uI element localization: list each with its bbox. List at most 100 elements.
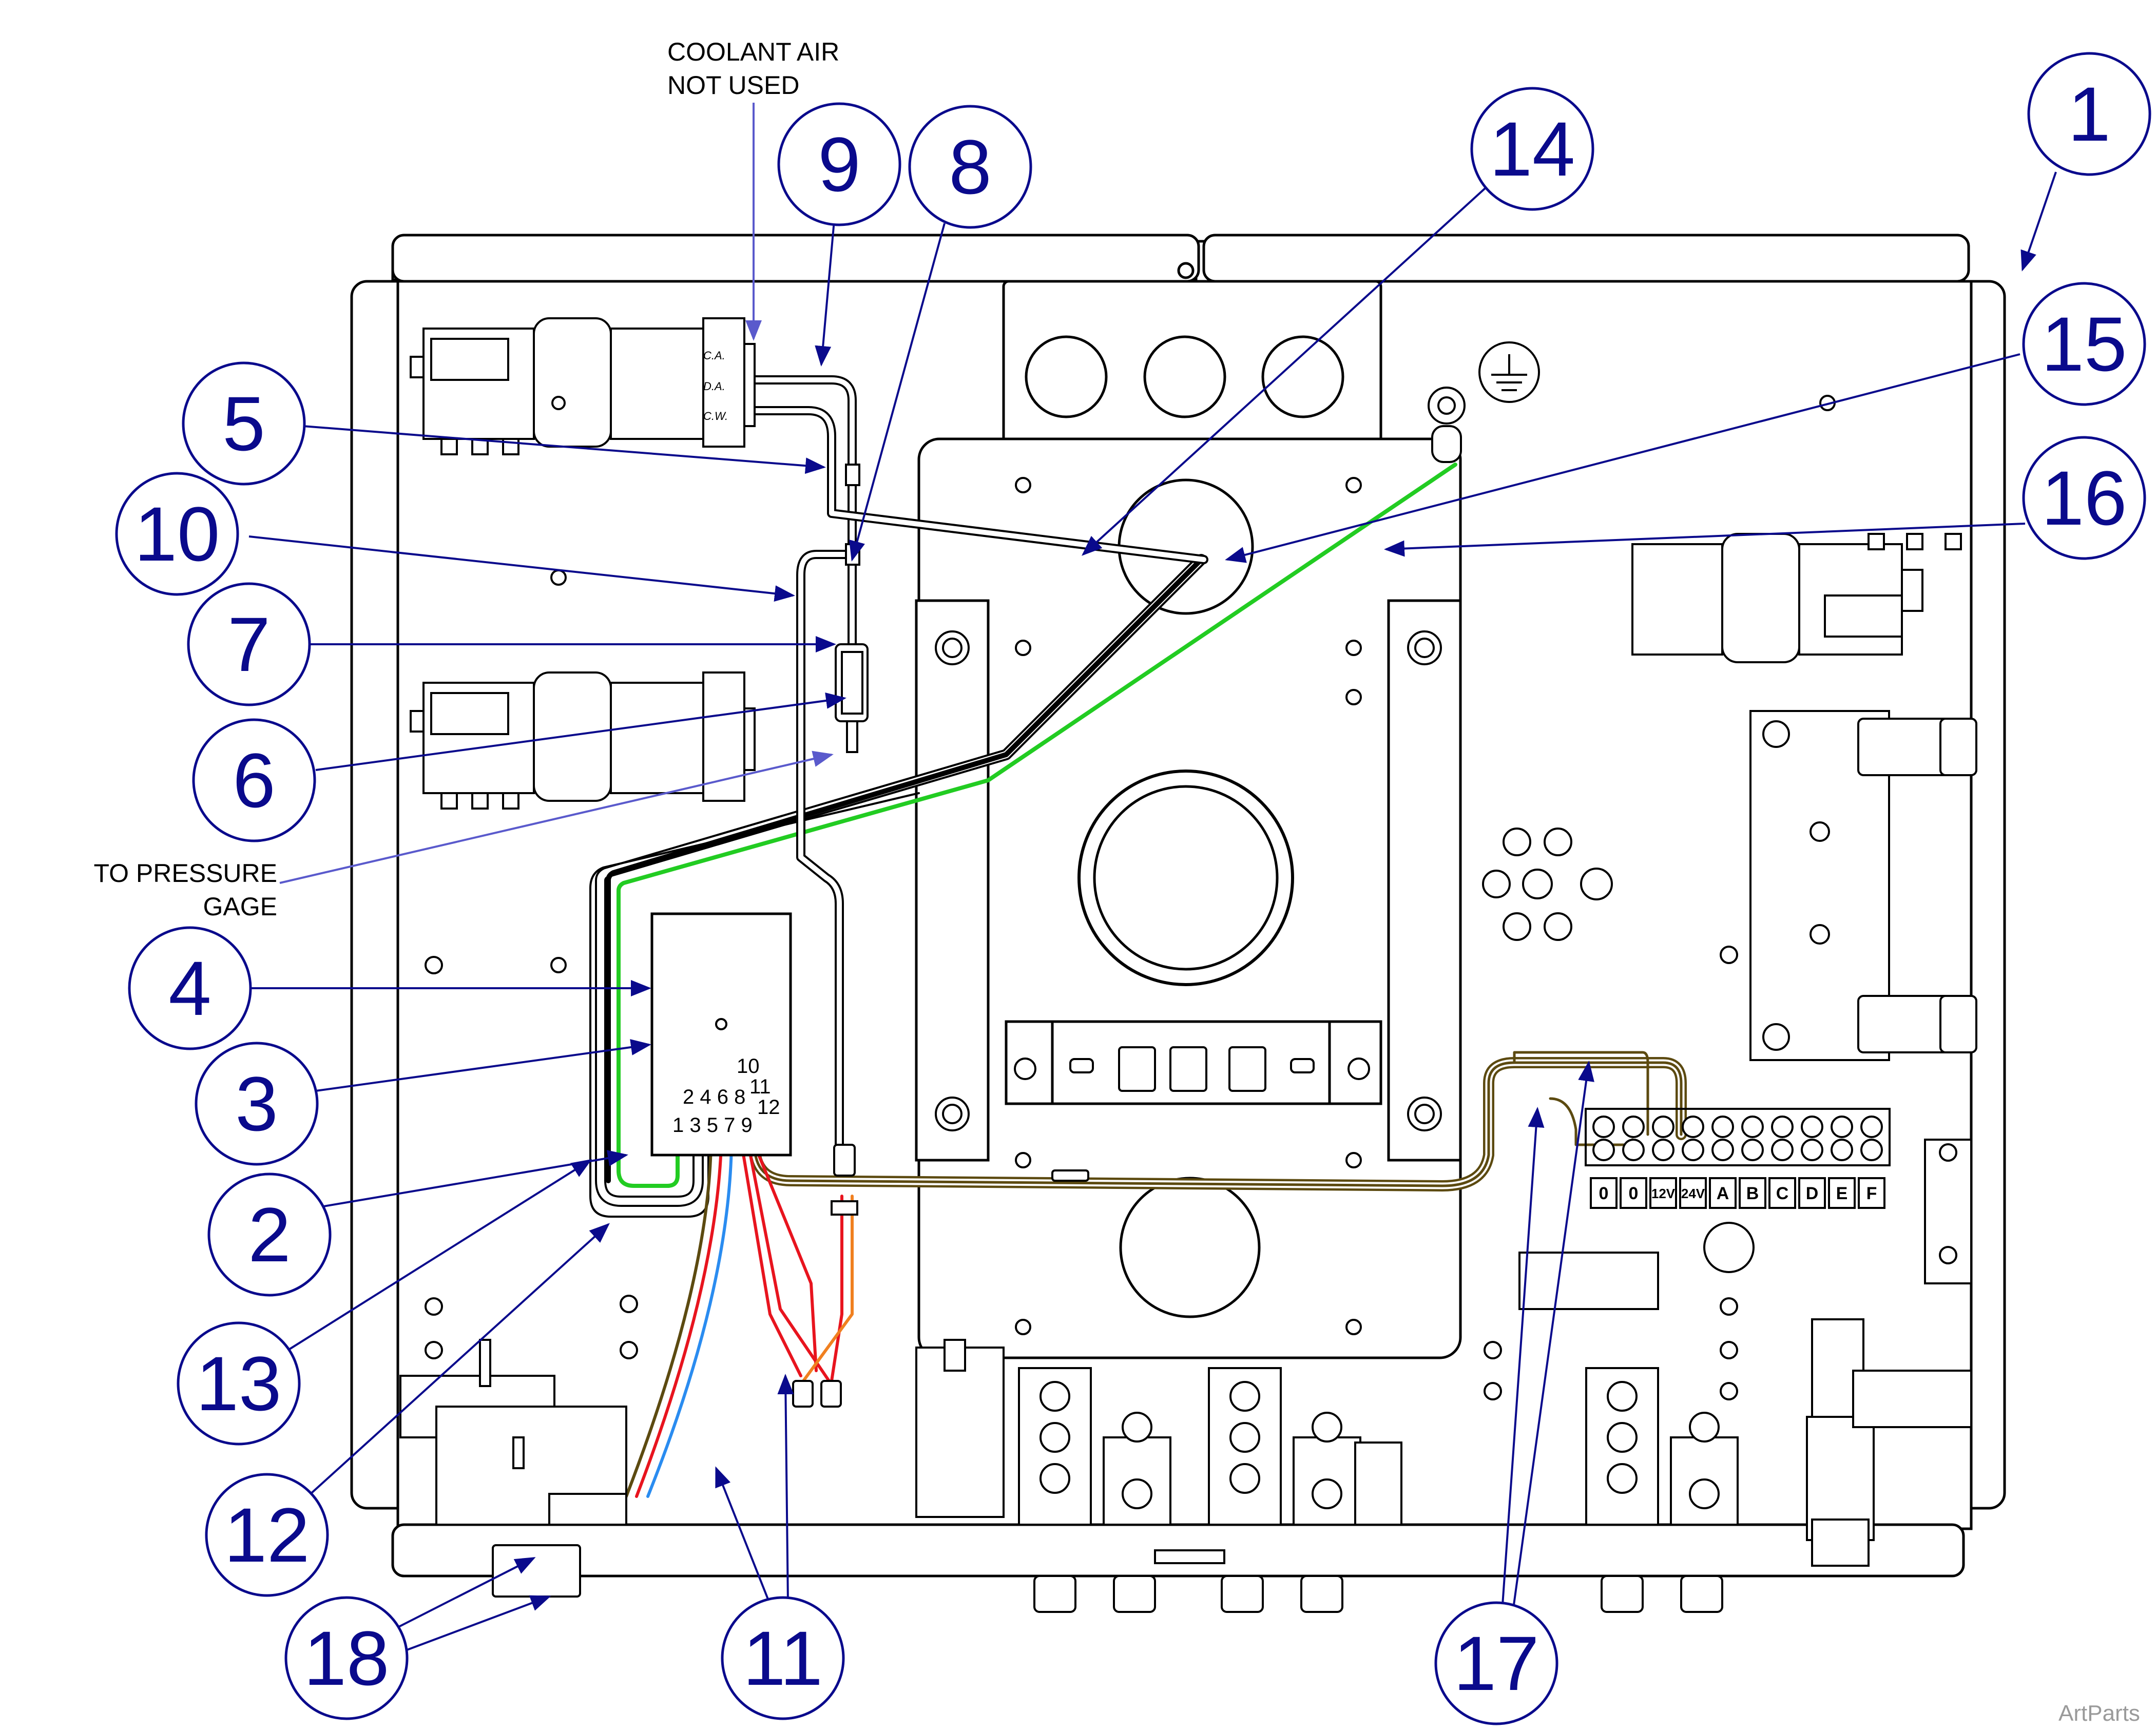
svg-text:12: 12 xyxy=(224,1492,310,1578)
pressure-gage-label: TO PRESSURE xyxy=(94,859,278,888)
leader-18a xyxy=(387,1557,536,1633)
svg-text:2: 2 xyxy=(248,1191,291,1278)
callout-11[interactable]: 11 xyxy=(721,1596,845,1720)
terminal-screw xyxy=(1652,1139,1674,1161)
svg-text:8: 8 xyxy=(949,124,991,210)
leader-8 xyxy=(849,223,946,562)
right-bracket xyxy=(1518,1139,1972,1310)
callout-16[interactable]: 16 xyxy=(2022,436,2146,560)
bottom-knobs xyxy=(1033,1549,1723,1613)
callout-2[interactable]: 2 xyxy=(207,1172,332,1297)
callout-18[interactable]: 18 xyxy=(284,1596,409,1720)
terminal-cell xyxy=(1798,1177,1826,1209)
callout-13[interactable]: 13 xyxy=(177,1321,301,1446)
svg-text:1: 1 xyxy=(2068,71,2110,157)
leader-3 xyxy=(315,1039,651,1092)
solenoid-valve-mid-left xyxy=(410,671,756,810)
leader-17b xyxy=(1511,1061,1594,1620)
terminal-screw xyxy=(1622,1139,1645,1161)
leader-18b xyxy=(405,1595,551,1651)
callout-8[interactable]: 8 xyxy=(908,105,1032,229)
leader-11a xyxy=(715,1466,771,1605)
terminal-11: 11 xyxy=(749,1075,771,1098)
callout-6[interactable]: 6 xyxy=(192,718,316,842)
terminal-screw xyxy=(1860,1116,1883,1138)
terminal-strip-frame xyxy=(1585,1108,1891,1166)
terminal-cell xyxy=(1649,1177,1677,1209)
leader-13 xyxy=(279,1159,592,1356)
terminal-screw xyxy=(1682,1116,1704,1138)
callout-14[interactable]: 14 xyxy=(1470,87,1594,211)
svg-text:11: 11 xyxy=(743,1615,823,1701)
svg-text:5: 5 xyxy=(222,380,265,467)
svg-text:10: 10 xyxy=(134,491,220,577)
wire-harness xyxy=(589,375,1687,1498)
terminal-screw xyxy=(1801,1139,1823,1161)
leader-6 xyxy=(315,692,846,771)
terminal-screw xyxy=(1711,1116,1734,1138)
callout-10[interactable]: 10 xyxy=(115,472,239,596)
terminal-label: B xyxy=(1746,1184,1759,1203)
terminal-label: C xyxy=(1776,1184,1789,1203)
svg-text:16: 16 xyxy=(2042,455,2127,541)
terminal-strip-screws xyxy=(1585,1108,1891,1166)
leader-1 xyxy=(2020,171,2057,272)
callout-15[interactable]: 15 xyxy=(2022,282,2146,406)
svg-text:7: 7 xyxy=(227,601,270,687)
terminal-screw xyxy=(1711,1139,1734,1161)
coolant-air-label: COOLANT AIR xyxy=(667,37,839,66)
watermark: ArtParts xyxy=(2058,1701,2140,1726)
leader-5 xyxy=(302,425,826,474)
callout-7[interactable]: 7 xyxy=(187,582,311,706)
callout-5[interactable]: 5 xyxy=(182,361,306,486)
svg-text:15: 15 xyxy=(2042,301,2127,387)
callout-1[interactable]: 1 xyxy=(2027,52,2151,176)
terminal-cell xyxy=(1709,1177,1737,1209)
leader-14 xyxy=(1082,186,1487,556)
center-plate xyxy=(915,280,1462,1359)
terminal-screw xyxy=(1741,1116,1764,1138)
solenoid-valve-top-left xyxy=(410,317,756,455)
valve-label-cw: C.W. xyxy=(703,410,728,422)
svg-text:3: 3 xyxy=(235,1061,278,1147)
ground-lug xyxy=(1428,387,1466,463)
terminal-even-numbers: 2 4 6 8 xyxy=(683,1086,745,1108)
svg-text:18: 18 xyxy=(304,1615,390,1701)
svg-text:13: 13 xyxy=(196,1340,282,1427)
terminal-screw xyxy=(1741,1139,1764,1161)
terminal-label: A xyxy=(1717,1184,1729,1203)
terminal-cell xyxy=(1590,1177,1618,1209)
terminal-cell xyxy=(1739,1177,1766,1209)
terminal-screw xyxy=(1592,1116,1615,1138)
valve-label-ca: C.A. xyxy=(703,349,725,362)
terminal-screw xyxy=(1831,1139,1853,1161)
terminal-screw xyxy=(1801,1116,1823,1138)
callout-17[interactable]: 17 xyxy=(1434,1601,1558,1725)
terminal-screw xyxy=(1652,1116,1674,1138)
terminal-screw xyxy=(1831,1116,1853,1138)
ground-symbol xyxy=(1478,341,1540,403)
terminal-screw xyxy=(1860,1139,1883,1161)
callout-3[interactable]: 3 xyxy=(195,1042,319,1166)
terminal-10: 10 xyxy=(737,1055,760,1078)
svg-text:9: 9 xyxy=(818,121,860,207)
terminal-12: 12 xyxy=(757,1096,780,1119)
terminal-cell xyxy=(1620,1177,1647,1209)
leader-11b xyxy=(777,1374,794,1605)
valve-assembly-right xyxy=(1749,710,1977,1061)
terminal-screw xyxy=(1682,1139,1704,1161)
leader-lines xyxy=(248,171,2057,1651)
terminal-box: 2 4 6 8 1 3 5 7 9 10 11 12 xyxy=(650,912,792,1157)
terminal-label: E xyxy=(1836,1184,1848,1203)
inline-filter xyxy=(792,464,1089,1408)
callout-12[interactable]: 12 xyxy=(205,1473,329,1597)
callout-9[interactable]: 9 xyxy=(777,102,901,226)
terminal-cell xyxy=(1858,1177,1885,1209)
terminal-odd-numbers: 1 3 5 7 9 xyxy=(672,1114,753,1137)
callout-4[interactable]: 4 xyxy=(128,926,252,1050)
callouts: 1 9 8 14 15 16 5 10 7 6 4 3 2 13 12 18 1… xyxy=(115,52,2151,1725)
valve-label-da: D.A. xyxy=(703,380,725,393)
leader-15 xyxy=(1225,353,2020,563)
